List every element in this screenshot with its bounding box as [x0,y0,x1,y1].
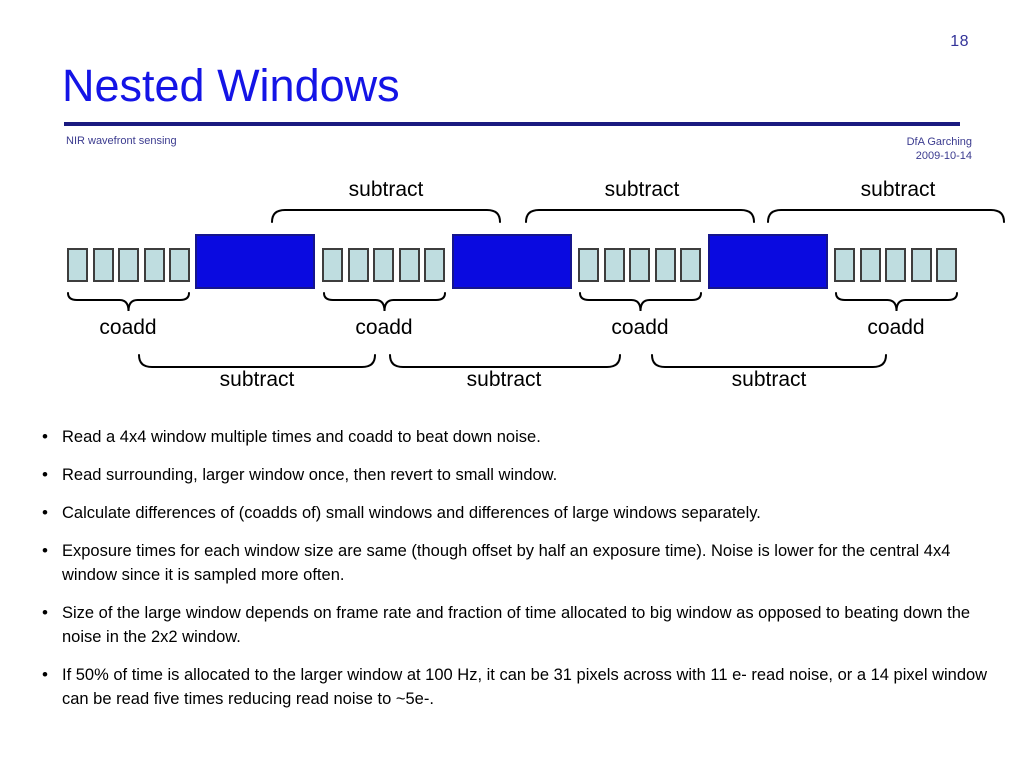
small-window-cell [885,248,907,282]
subtract-label-top: subtract [348,178,424,201]
small-window-cell [398,248,420,282]
large-window-block [708,234,828,289]
bullet-list: • Read a 4x4 window multiple times and co… [28,425,1003,725]
small-window-cell [322,248,343,282]
bullet-marker: • [42,503,48,522]
small-window-cell [654,248,676,282]
bullet-text: Size of the large window depends on fram… [62,604,971,646]
subtract-label-bottom: subtract [219,368,295,391]
page-title: Nested Windows [62,60,400,111]
small-window-cell [373,248,395,282]
small-window-cell [578,248,599,282]
title-divider [64,122,960,126]
bullet-text: Read surrounding, larger window once, th… [62,466,558,484]
bullet-text: Read a 4x4 window multiple times and coa… [62,428,541,446]
nested-windows-diagram: subtract subtract subtract coadd coadd coadd c… [0,170,1024,405]
subtract-label-bottom: subtract [466,368,542,391]
subtract-label-top: subtract [604,178,680,201]
small-window-cell [680,248,702,282]
small-window-cell [910,248,932,282]
small-window-cell [143,248,165,282]
bullet-marker: • [42,427,48,446]
coadd-label: coadd [355,316,413,339]
bullet-item: • Calculate differences of (coadds of) sm… [28,501,1003,525]
page-number: 18 [950,33,969,50]
small-window-cell [859,248,881,282]
coadd-label: coadd [611,316,669,339]
bullet-marker: • [42,465,48,484]
coadd-label: coadd [867,316,925,339]
small-window-cell [67,248,88,282]
bullet-item: • Read a 4x4 window multiple times and co… [28,425,1003,449]
small-window-cell [92,248,114,282]
small-window-cell [169,248,191,282]
small-window-cell [629,248,651,282]
bullet-item: • If 50% of time is allocated to the larg… [28,663,1003,711]
small-window-cell [936,248,958,282]
bullet-text: If 50% of time is allocated to the large… [62,666,988,708]
footer-right-text: DfA Garching 2009-10-14 [907,135,972,163]
small-window-cell [603,248,625,282]
subtract-label-bottom: subtract [731,368,807,391]
bullet-item: • Read surrounding, larger window once, t… [28,463,1003,487]
small-window-cell [118,248,140,282]
footer-left-text: NIR wavefront sensing [66,135,177,147]
large-window-block [452,234,572,289]
bullet-text: Exposure times for each window size are … [62,542,951,584]
footer-venue: DfA Garching [906,136,972,148]
coadd-label: coadd [99,316,157,339]
subtract-label-top: subtract [860,178,936,201]
bullet-item: • Size of the large window depends on fra… [28,601,1003,649]
window-timeline-strip [0,170,1024,405]
bullet-text: Calculate differences of (coadds of) sma… [62,504,761,522]
bullet-marker: • [42,541,48,560]
bullet-item: • Exposure times for each window size are… [28,539,1003,587]
large-window-block [195,234,315,289]
small-window-cell [834,248,855,282]
bullet-marker: • [42,665,48,684]
small-window-cell [424,248,446,282]
footer-date: 2009-10-14 [915,150,972,162]
small-window-cell [347,248,369,282]
bullet-marker: • [42,603,48,622]
